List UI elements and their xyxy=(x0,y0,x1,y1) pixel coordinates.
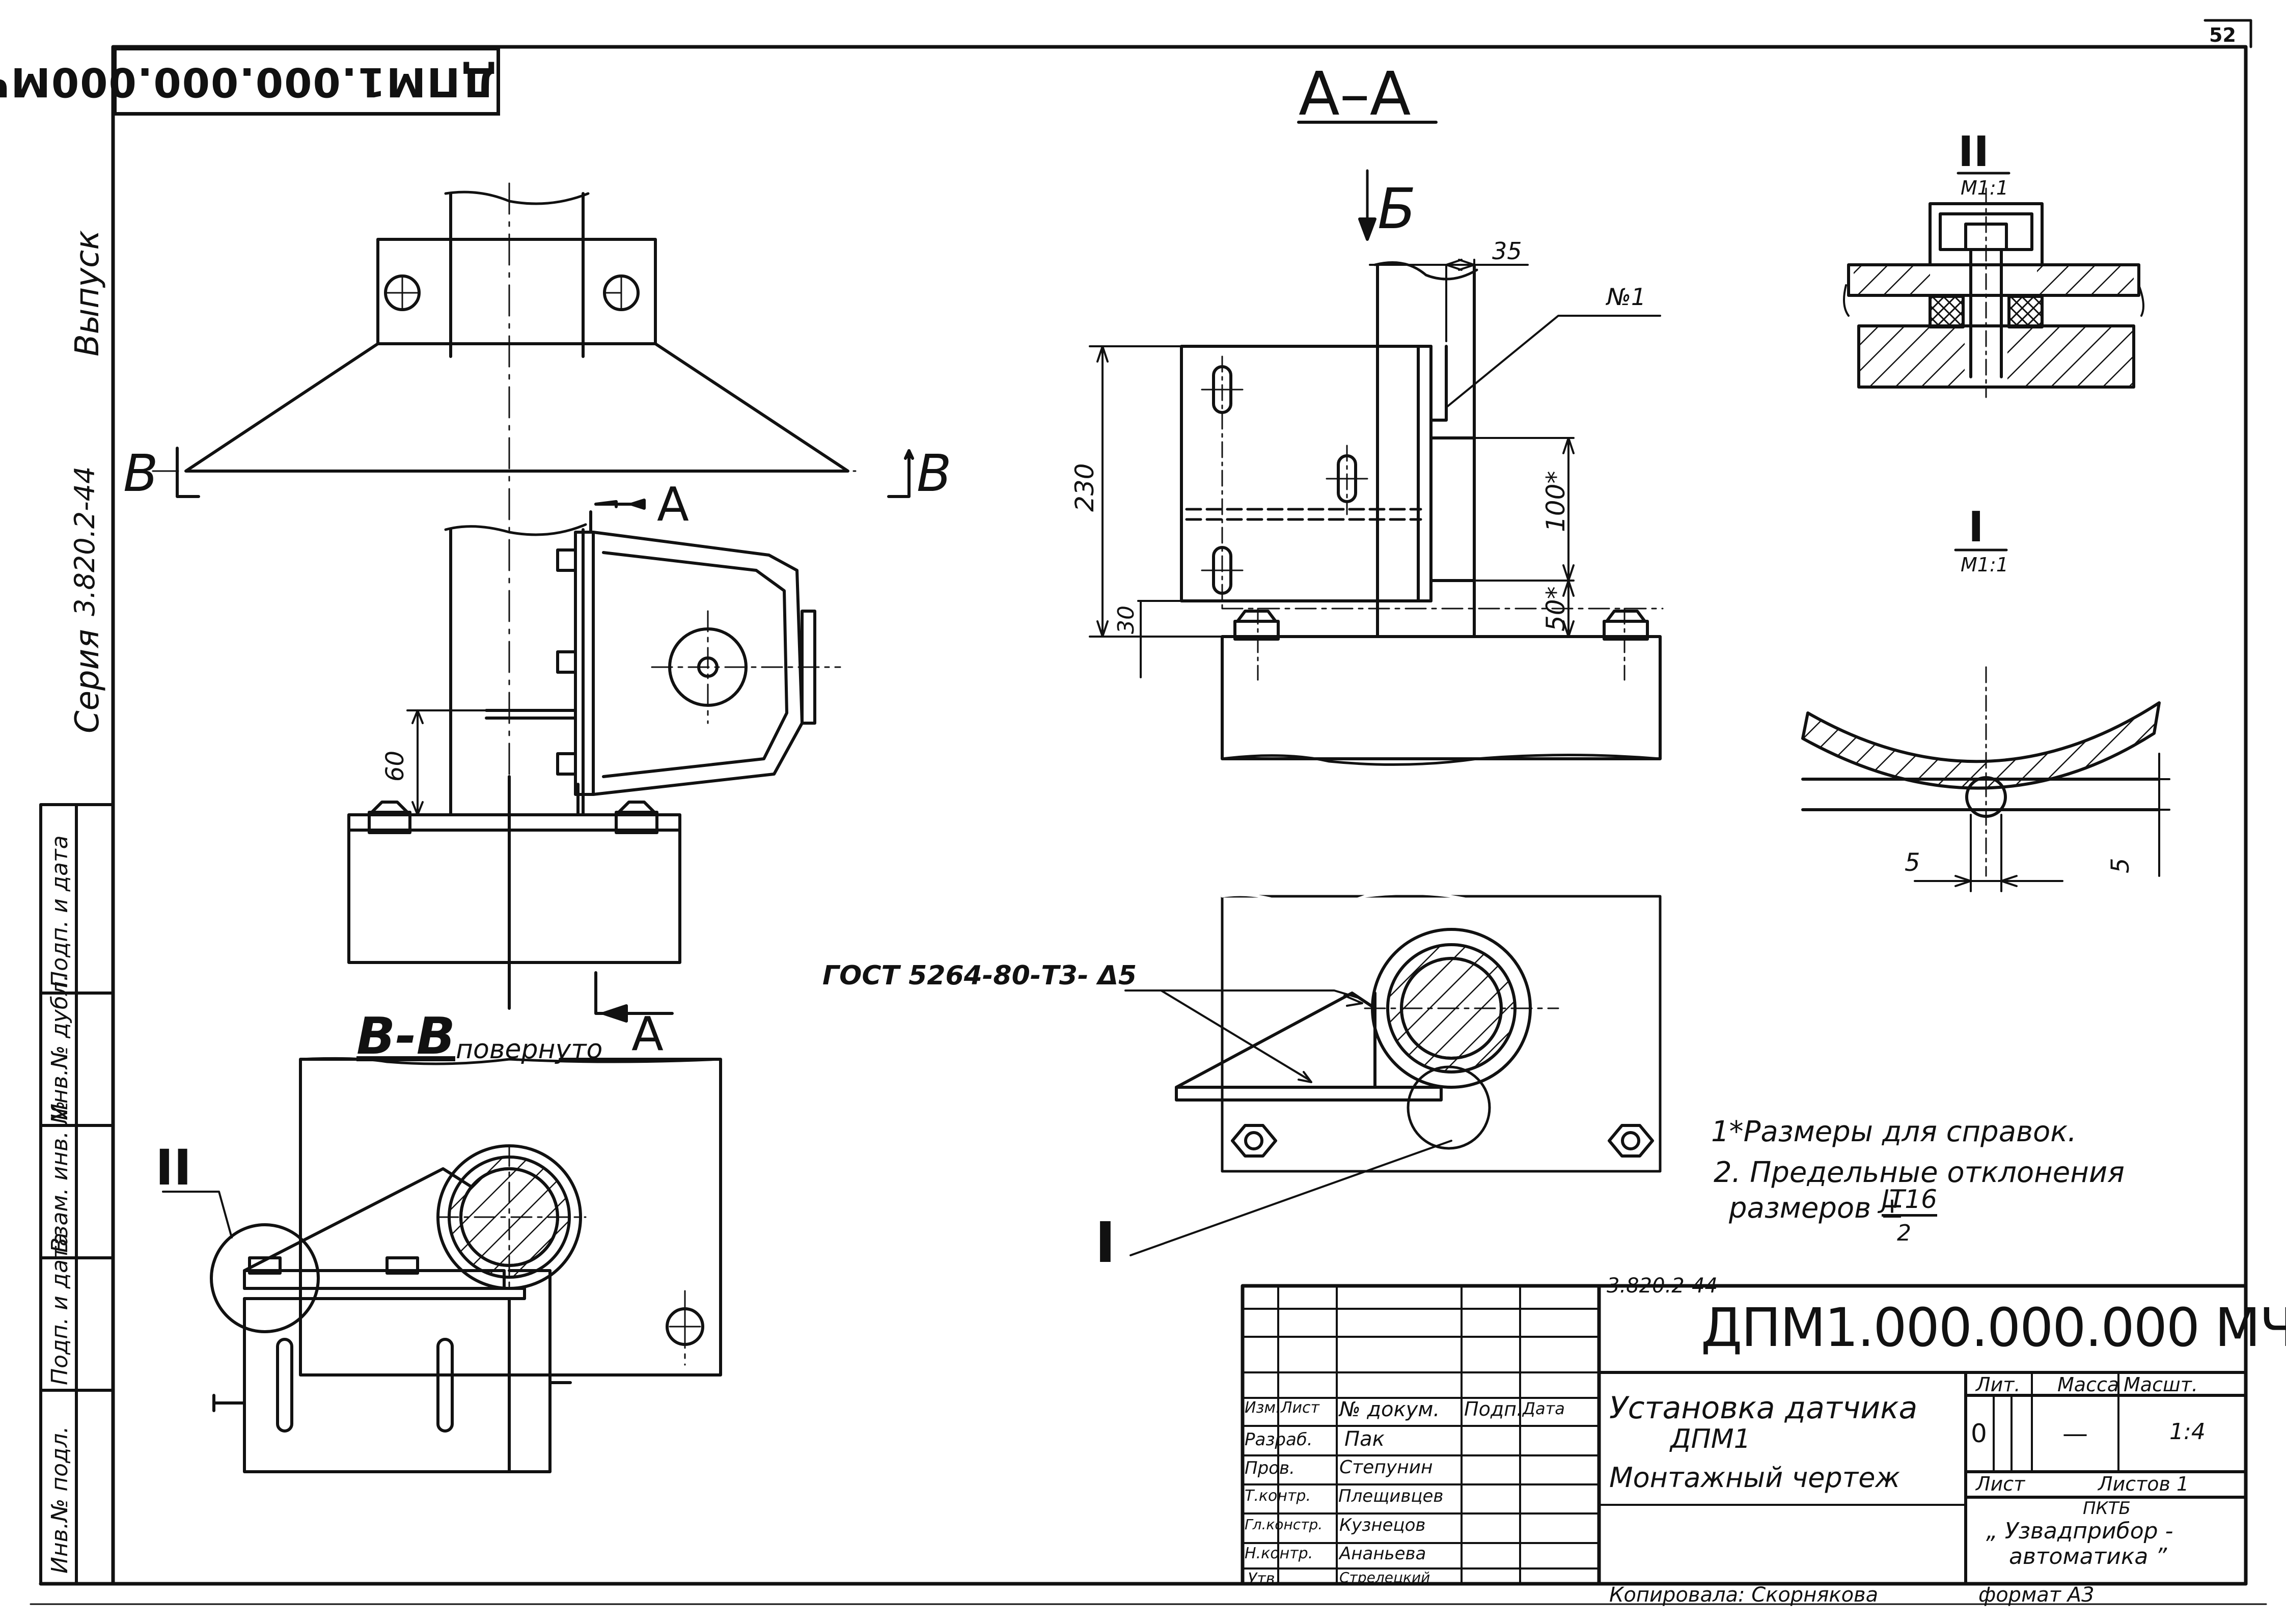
mass-value: — xyxy=(2062,1419,2088,1448)
col-date: Дата xyxy=(1523,1399,1565,1418)
org-line-1: ПКТБ xyxy=(2083,1498,2131,1519)
dim-5-vertical: 5 xyxy=(2106,858,2135,873)
side-field-1: Инв.№ подл. xyxy=(47,1426,73,1574)
tolerance-numerator: JT16 xyxy=(1882,1187,1937,1217)
copied-by: Копировала: Скорнякова xyxy=(1609,1583,1879,1607)
role-4: Гл.констр. xyxy=(1245,1516,1323,1533)
mass-label: Масса xyxy=(2057,1373,2119,1396)
lit-label: Лит. xyxy=(1976,1373,2021,1396)
role-3: Т.контр. xyxy=(1245,1487,1311,1505)
scale-value: 1:4 xyxy=(2169,1419,2206,1445)
role-5: Н.контр. xyxy=(1245,1545,1313,1562)
detail-i-scale: М1:1 xyxy=(1961,554,2008,576)
detail-i-label: I xyxy=(1968,503,1984,552)
side-field-5: Подп. и дата xyxy=(47,835,73,988)
weld-plan-view xyxy=(1124,892,1662,1256)
col-doc: № докум. xyxy=(1339,1398,1440,1421)
note-1: 1*Размеры для справок. xyxy=(1711,1115,2077,1148)
doc-type: Монтажный чертеж xyxy=(1609,1462,1901,1494)
designation-stamp: ДПМ1.000.000.000МЧ xyxy=(0,47,500,116)
sheet-number: 52 xyxy=(2209,24,2236,46)
side-field-2: Подп. и дата xyxy=(47,1232,73,1385)
section-vv-note: повернуто xyxy=(456,1034,603,1065)
sheet-frame xyxy=(30,19,2267,1605)
scale-label: Масшт. xyxy=(2124,1373,2198,1396)
name-1: Пак xyxy=(1344,1427,1385,1451)
side-field-4: Инв.№ дубл. xyxy=(47,974,73,1120)
cut-a-bottom-label: А xyxy=(631,1007,664,1061)
side-field-3: Взам. инв. № xyxy=(47,1100,73,1253)
col-sheet: Лист xyxy=(1281,1399,1320,1417)
detail-ii-scale: М1:1 xyxy=(1961,177,2008,199)
name-3: Плещивцев xyxy=(1338,1486,1444,1506)
org-line-3: автоматика ” xyxy=(2009,1544,2167,1570)
title-block xyxy=(1241,1284,2248,1586)
series-code: 3.820.2-44 xyxy=(69,466,101,616)
designation-stamp-text: ДПМ1.000.000.000МЧ xyxy=(0,59,497,104)
dim-30: 30 xyxy=(1113,605,1139,634)
tolerance-denominator: 2 xyxy=(1897,1220,1911,1246)
detail-i-view xyxy=(1801,548,2170,892)
sheet-label: Лист xyxy=(1976,1473,2025,1495)
detail-ii-view xyxy=(1843,172,2144,398)
dim-5-horizontal: 5 xyxy=(1905,848,1920,877)
title-line-2: ДПМ1 xyxy=(1670,1424,1751,1454)
cut-a-top-label: А xyxy=(657,477,689,532)
detail-callout-ii: II xyxy=(155,1139,192,1196)
title-series-ref: 3.820.2-44 xyxy=(1607,1274,1718,1298)
section-vv-label: В-В xyxy=(356,1006,455,1066)
title-line-1: Установка датчика xyxy=(1609,1390,1918,1426)
detail-ii-label: II xyxy=(1958,128,1990,176)
col-sign: Подп. xyxy=(1464,1398,1523,1420)
name-2: Степунин xyxy=(1339,1457,1433,1478)
name-5: Ананьева xyxy=(1339,1544,1426,1564)
col-rev: Изм. xyxy=(1245,1399,1281,1417)
dim-100: 100* xyxy=(1541,471,1571,532)
detail-callout-i: I xyxy=(1095,1210,1116,1275)
dim-230: 230 xyxy=(1070,463,1099,512)
lit-value: 0 xyxy=(1971,1419,1987,1448)
side-strip xyxy=(39,803,115,1585)
note-2-line-1: 2. Предельные отклонения xyxy=(1714,1156,2125,1189)
cut-b-right-label: В xyxy=(917,444,952,503)
role-1: Разраб. xyxy=(1245,1429,1313,1450)
front-view xyxy=(347,499,841,1023)
series-label: Серия xyxy=(69,629,106,733)
dim-35: 35 xyxy=(1492,237,1522,265)
org-line-2: „ Узвадприбор - xyxy=(1986,1518,2173,1544)
section-aa-view xyxy=(1089,121,1664,766)
section-vv-view xyxy=(162,1057,722,1473)
view-b-label: Б xyxy=(1378,176,1416,241)
cut-b-left-label: В xyxy=(123,444,158,503)
format-label: формат А3 xyxy=(1978,1583,2095,1607)
section-aa-label: А–А xyxy=(1299,59,1411,129)
title-designation: ДПМ1.000.000.000 МЧ xyxy=(1701,1297,2286,1359)
role-6: Утв. xyxy=(1248,1570,1280,1588)
sheets-label: Листов 1 xyxy=(2098,1473,2189,1495)
name-4: Кузнецов xyxy=(1339,1515,1426,1535)
dim-60: 60 xyxy=(381,750,409,782)
issue-label: Выпуск xyxy=(69,230,106,356)
role-2: Пров. xyxy=(1245,1458,1295,1478)
part-ref: №1 xyxy=(1607,283,1646,311)
weld-note: ГОСТ 5264-80-Т3- Δ5 xyxy=(822,960,1137,991)
note-2-line-2: размеров ± xyxy=(1729,1192,1904,1225)
name-6: Стрелецкий xyxy=(1339,1569,1430,1586)
dim-50: 50* xyxy=(1541,586,1571,631)
